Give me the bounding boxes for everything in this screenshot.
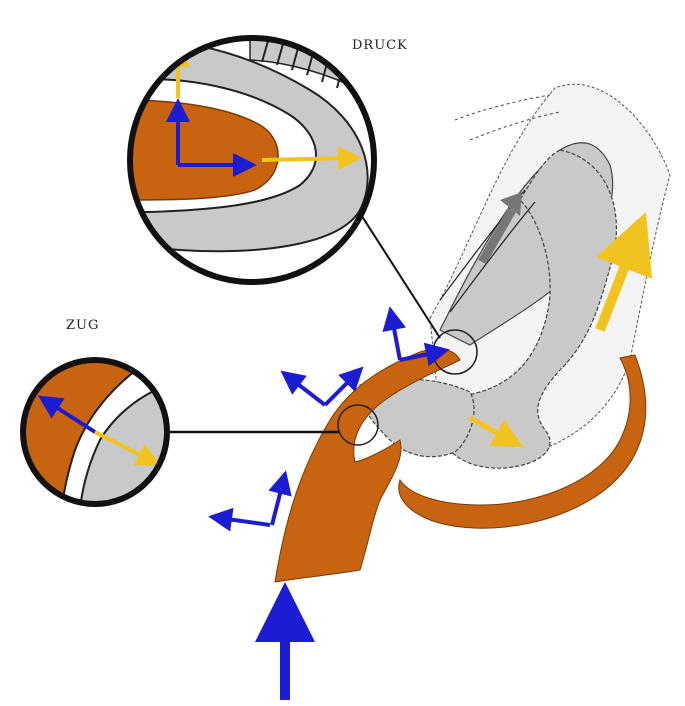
- label-zug: ZUG: [66, 318, 99, 333]
- arrow-upleft-mid: [290, 378, 325, 405]
- zoom-circle-zug: [20, 360, 170, 510]
- connector-top: [358, 210, 440, 338]
- arrow-up-low: [272, 482, 283, 525]
- label-druck: DRUCK: [352, 38, 408, 53]
- arrow-left-low: [220, 518, 270, 525]
- arrow-up-joint: [392, 318, 400, 360]
- zoom-circle-druck: [120, 30, 374, 282]
